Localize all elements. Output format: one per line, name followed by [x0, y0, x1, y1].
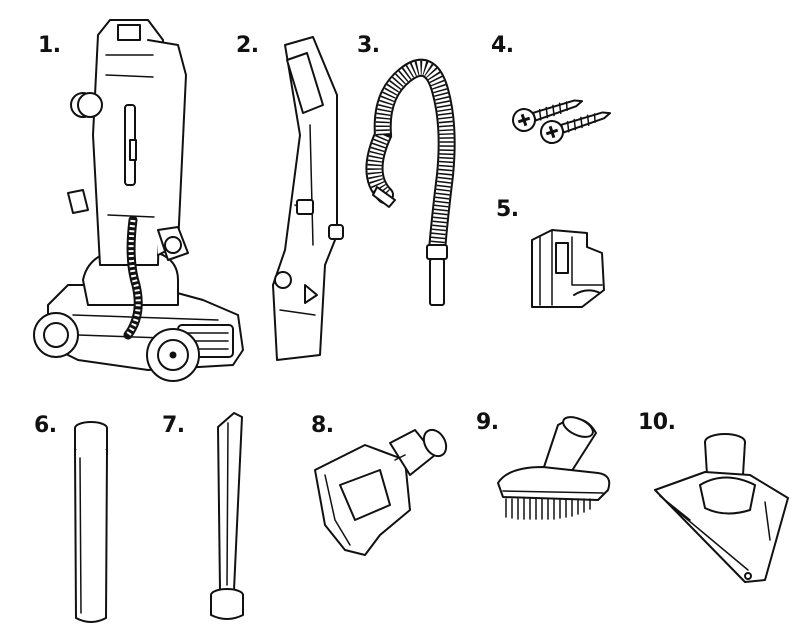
part-2-label: 2.	[236, 33, 259, 58]
part-8-label: 8.	[311, 413, 334, 438]
upholstery-tool-icon	[650, 430, 792, 590]
part-3-label: 3.	[357, 33, 380, 58]
hose-icon	[365, 55, 475, 310]
upright-vacuum-icon	[28, 15, 253, 390]
part-4-label: 4.	[491, 33, 514, 58]
handle-icon	[265, 35, 350, 365]
clip-icon	[522, 225, 612, 315]
turbo-tool-icon	[305, 415, 455, 560]
screws-icon	[510, 90, 610, 145]
part-1-label: 1.	[38, 33, 61, 58]
part-5-label: 5.	[496, 197, 519, 222]
part-6-label: 6.	[34, 413, 57, 438]
part-9-label: 9.	[476, 410, 499, 435]
part-7-label: 7.	[162, 413, 185, 438]
part-10-label: 10.	[638, 410, 676, 435]
crevice-tool-icon	[200, 405, 255, 630]
extension-wand-icon	[66, 418, 116, 630]
dusting-brush-icon	[488, 415, 613, 530]
